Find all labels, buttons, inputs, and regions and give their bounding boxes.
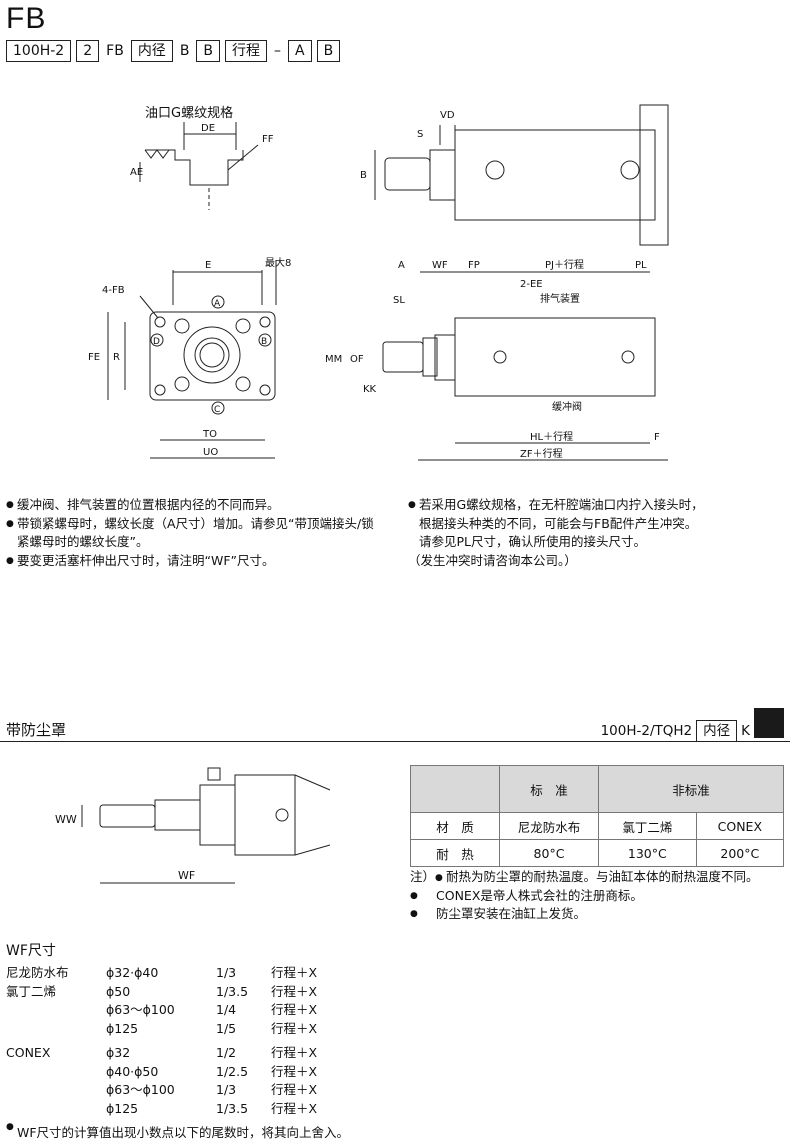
code-option: 2: [76, 40, 100, 62]
svg-text:TO: TO: [202, 429, 217, 440]
svg-text:A: A: [398, 260, 405, 271]
notes-right: 若采用G螺纹规格，在无杆腔端油口内拧入接头时，根据接头种类的不同，可能会与FB配…: [408, 496, 708, 570]
svg-text:WW: WW: [55, 813, 77, 826]
svg-text:MM: MM: [325, 354, 342, 365]
code-dash: –: [274, 43, 282, 59]
svg-text:D: D: [153, 337, 160, 347]
wf-note: WF尺寸的计算值出现小数点以下的尾数时，将其向上舍入。: [6, 1122, 790, 1141]
code-a: A: [288, 40, 312, 62]
code-stroke: 行程: [225, 40, 268, 62]
svg-text:KK: KK: [363, 384, 377, 395]
code-b1: B: [179, 43, 190, 59]
svg-text:B: B: [360, 170, 367, 181]
code-mount: FB: [106, 43, 124, 59]
svg-text:HL＋行程: HL＋行程: [530, 430, 573, 443]
code-bore: 内径: [130, 40, 173, 62]
spec-notes: 注）耐热为防尘罩的耐热温度。与油缸本体的耐热温度不同。 CONEX是帝人株式会社…: [410, 868, 759, 924]
wf-title: WF尺寸: [6, 943, 56, 959]
svg-text:排气装置: 排气装置: [540, 292, 580, 305]
code-b2: B: [196, 40, 221, 62]
note-item: 带锁紧螺母时，螺纹长度（A尺寸）增加。请参见“带顶端接头/锁紧螺母时的螺纹长度”…: [6, 515, 386, 552]
svg-text:FF: FF: [262, 134, 274, 145]
code-series: 100H-2: [6, 40, 72, 62]
note-item: 要变更活塞杆伸出尺寸时，请注明“WF”尺寸。: [6, 552, 386, 571]
boot-drawing: WW WF: [55, 767, 331, 884]
svg-text:UO: UO: [203, 447, 218, 458]
svg-text:最大8: 最大8: [265, 256, 291, 269]
note-item: 若采用G螺纹规格，在无杆腔端油口内拧入接头时，根据接头种类的不同，可能会与FB配…: [408, 496, 708, 552]
svg-text:PJ＋行程: PJ＋行程: [545, 258, 584, 271]
svg-text:WF: WF: [178, 869, 195, 882]
section-code: 100H-2/TQH2 内径 K: [601, 720, 750, 742]
cylinder-drawing: 油口G螺纹规格 DE AE FF VD S B E 最大8 4-FB FE: [88, 104, 669, 461]
port-title: 油口G螺纹规格: [145, 105, 233, 121]
svg-text:A: A: [214, 299, 221, 309]
section-divider: [0, 717, 790, 742]
svg-text:缓冲阀: 缓冲阀: [552, 400, 582, 413]
section-title: 带防尘罩: [6, 721, 67, 739]
svg-text:DE: DE: [201, 123, 215, 134]
svg-text:S: S: [417, 129, 423, 140]
note-item: 缓冲阀、排气装置的位置根据内径的不同而异。: [6, 496, 386, 515]
svg-text:PL: PL: [635, 260, 647, 271]
svg-text:FE: FE: [88, 352, 100, 363]
svg-text:ZF＋行程: ZF＋行程: [520, 447, 563, 460]
svg-text:VD: VD: [440, 110, 455, 121]
page-title: FB: [6, 2, 47, 35]
svg-text:C: C: [214, 405, 220, 415]
svg-text:E: E: [205, 260, 211, 271]
notes-left: 缓冲阀、排气装置的位置根据内径的不同而异。 带锁紧螺母时，螺纹长度（A尺寸）增加…: [6, 496, 386, 570]
svg-text:WF: WF: [432, 260, 448, 271]
svg-text:2-EE: 2-EE: [520, 279, 543, 290]
svg-text:R: R: [113, 352, 120, 363]
code-b3: B: [316, 40, 341, 62]
svg-text:B: B: [261, 337, 267, 347]
svg-text:AE: AE: [130, 167, 143, 178]
svg-text:F: F: [654, 432, 660, 443]
note-item: （发生冲突时请咨询本公司。）: [408, 552, 577, 568]
svg-text:OF: OF: [350, 354, 364, 365]
boot-icon: [754, 708, 784, 738]
svg-text:FP: FP: [468, 260, 480, 271]
order-code: 100H-2 2 FB 内径 B B 行程 – A B: [6, 40, 341, 62]
svg-text:SL: SL: [393, 295, 405, 306]
svg-text:4-FB: 4-FB: [102, 285, 125, 296]
